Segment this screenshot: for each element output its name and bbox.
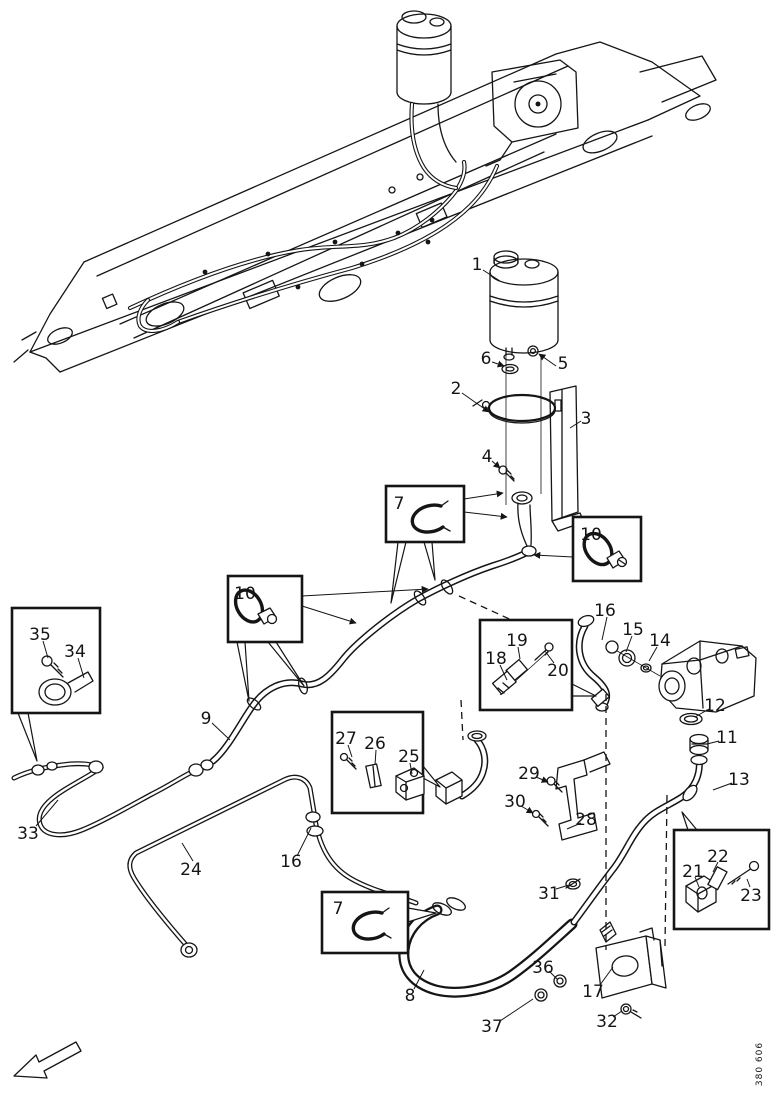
part-label-25: 25 bbox=[398, 747, 420, 767]
callout-box-18-19-20 bbox=[478, 618, 574, 712]
callout-box-10-left bbox=[226, 574, 304, 644]
part-label-7-top: 7 bbox=[394, 494, 405, 514]
part-label-11: 11 bbox=[716, 728, 738, 748]
part-label-15: 15 bbox=[622, 620, 644, 640]
part-label-24: 24 bbox=[180, 860, 202, 880]
part-label-1: 1 bbox=[472, 255, 483, 275]
part-label-36: 36 bbox=[532, 958, 554, 978]
part-label-4: 4 bbox=[482, 447, 493, 467]
part-label-10-right: 10 bbox=[580, 525, 602, 545]
bracket-28-assembly bbox=[531, 751, 611, 841]
pipe-33-and-fittings bbox=[11, 759, 214, 838]
callout-box-7-bottom bbox=[320, 890, 410, 955]
part-label-10-left: 10 bbox=[234, 584, 256, 604]
clamp-31 bbox=[565, 878, 581, 890]
elbow-hose-and-union bbox=[435, 730, 489, 805]
reservoir-exploded bbox=[472, 250, 585, 549]
part-label-30: 30 bbox=[504, 792, 526, 812]
part-label-14: 14 bbox=[649, 631, 671, 651]
part-label-21: 21 bbox=[682, 862, 704, 882]
part-label-16-top: 16 bbox=[594, 601, 616, 621]
part-label-3: 3 bbox=[581, 409, 592, 429]
part-label-28: 28 bbox=[575, 810, 597, 830]
part-label-37: 37 bbox=[481, 1017, 503, 1037]
hose-9-pressure bbox=[209, 504, 537, 765]
part-label-17: 17 bbox=[582, 982, 604, 1002]
part-label-32: 32 bbox=[596, 1012, 618, 1032]
part-label-16-bottom: 16 bbox=[280, 852, 302, 872]
part-label-6: 6 bbox=[481, 349, 492, 369]
part-label-33: 33 bbox=[17, 824, 39, 844]
leader-lines bbox=[35, 269, 751, 1022]
part-label-5: 5 bbox=[558, 354, 569, 374]
part-label-9: 9 bbox=[201, 709, 212, 729]
part-label-18: 18 bbox=[485, 649, 507, 669]
part-label-13: 13 bbox=[728, 770, 750, 790]
part-label-22: 22 bbox=[707, 847, 729, 867]
part-label-26: 26 bbox=[364, 734, 386, 754]
callout-box-35-34 bbox=[10, 606, 102, 715]
part-label-23: 23 bbox=[740, 886, 762, 906]
part-label-20: 20 bbox=[547, 661, 569, 681]
part-label-31: 31 bbox=[538, 884, 560, 904]
drawing-number: 380 606 bbox=[755, 1042, 765, 1086]
part-labels: 1 2 3 4 5 6 7 10 10 9 16 15 14 12 11 13 … bbox=[17, 255, 762, 1037]
direction-arrow bbox=[13, 1041, 82, 1079]
part-label-27: 27 bbox=[335, 729, 357, 749]
part-label-12: 12 bbox=[704, 696, 726, 716]
pump-on-frame bbox=[485, 59, 579, 167]
dashed-guides bbox=[458, 595, 668, 950]
hose-13-to-pump bbox=[570, 754, 708, 926]
part-label-29: 29 bbox=[518, 764, 540, 784]
reservoir-on-frame bbox=[396, 10, 459, 191]
bracket-17-assembly bbox=[534, 921, 667, 1019]
part-label-7-bottom: 7 bbox=[333, 899, 344, 919]
part-label-35: 35 bbox=[29, 625, 51, 645]
part-label-34: 34 bbox=[64, 642, 86, 662]
pump-assembly bbox=[658, 640, 757, 756]
frame-rail-overview bbox=[13, 10, 717, 373]
part-label-8: 8 bbox=[405, 986, 416, 1006]
part-label-2: 2 bbox=[451, 379, 462, 399]
callout-boxes bbox=[10, 484, 771, 955]
part-label-19: 19 bbox=[506, 631, 528, 651]
pipe-24-return bbox=[127, 774, 419, 958]
